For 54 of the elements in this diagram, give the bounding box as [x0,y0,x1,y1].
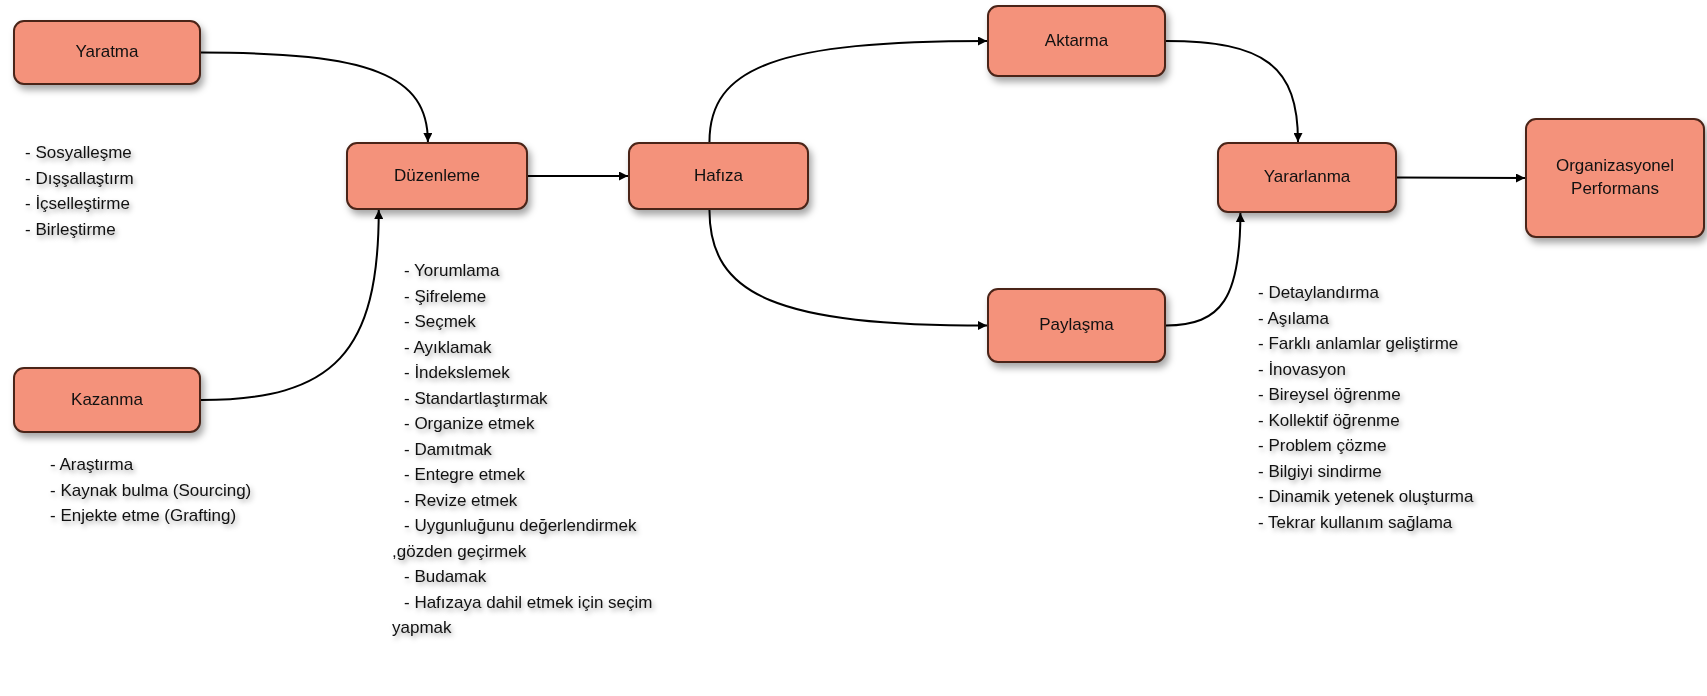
bullet-item: - Sosyalleşme [25,142,133,164]
process-box [1217,142,1397,213]
arrow [200,51,432,143]
process-box [13,367,201,433]
node-label: Düzenleme [393,164,481,187]
bullet-item: - Budamak [403,566,488,588]
process-box [987,5,1166,77]
node-label: Aktarma [1043,29,1110,52]
bullet-item: - Detaylandırma [1258,282,1380,304]
arrow [708,209,988,330]
bullet-item: - Hafızaya dahil etmek için seçim yapmak [392,591,654,639]
bullet-item: - Bilgiyi sindirme [1258,460,1383,483]
arrow [1165,212,1245,327]
bullet-item: - İnovasyon [1258,358,1347,381]
bullet-item: - Standartlaştırmak [403,387,549,410]
process-box [346,142,528,210]
bullet-item: - Tekrar kullanım sağlama [1258,511,1454,534]
bullet-item: - İndekslemek [403,362,511,384]
bullet-item: - Uygunluğunu değerlendirmek ,gözden geçirmek [392,515,638,563]
arrow [708,36,988,143]
bullet-item: - Seçmek [403,311,477,333]
bullet-item: - Kaynak bulma (Sourcing) [50,479,253,502]
process-box [987,288,1166,363]
process-box [1525,118,1705,238]
node-label: Yaratma [74,41,140,64]
bullet-item: - Araştırma [50,454,135,476]
node-label: Kazanma [70,388,144,411]
bullet-item: - Bireysel öğrenme [1258,384,1402,406]
bullet-item: - Yorumlama [403,260,501,282]
bullet-item: - Farklı anlamlar geliştirme [1258,333,1460,355]
process-box [13,20,201,85]
node-label: Organizasyonel Performans [1554,155,1676,200]
bullet-item: - Entegre etmek [403,464,526,486]
node-label: Paylaşma [1038,314,1115,337]
bullet-item: - Aşılama [1258,307,1330,330]
bullet-item: - Damıtmak [403,438,493,461]
node-label: Hafıza [692,164,745,187]
bullet-item: - Dinamik yetenek oluşturma [1258,486,1475,508]
bullet-item: - Organize etmek [403,413,536,435]
bullet-item: - Dışşallaştırm [25,167,135,190]
arrow [1396,173,1526,183]
bullet-item: - Ayıklamak [403,336,493,359]
bullet-item: - Problem çözme [1258,435,1388,457]
bullet-item: - Revize etmek [403,489,519,512]
arrow [527,171,629,181]
node-label: Yararlanma [1262,166,1352,189]
bullet-item: - Birleştirme [25,218,117,241]
arrow [200,209,383,401]
bullet-item: - Kollektif öğrenme [1258,409,1401,432]
arrow [1165,40,1303,143]
process-box [628,142,809,210]
bullet-item: - Şifreleme [403,285,488,308]
bullet-item: - İçselleştirme [25,193,131,215]
bullet-item: - Enjekte etme (Grafting) [50,505,238,527]
